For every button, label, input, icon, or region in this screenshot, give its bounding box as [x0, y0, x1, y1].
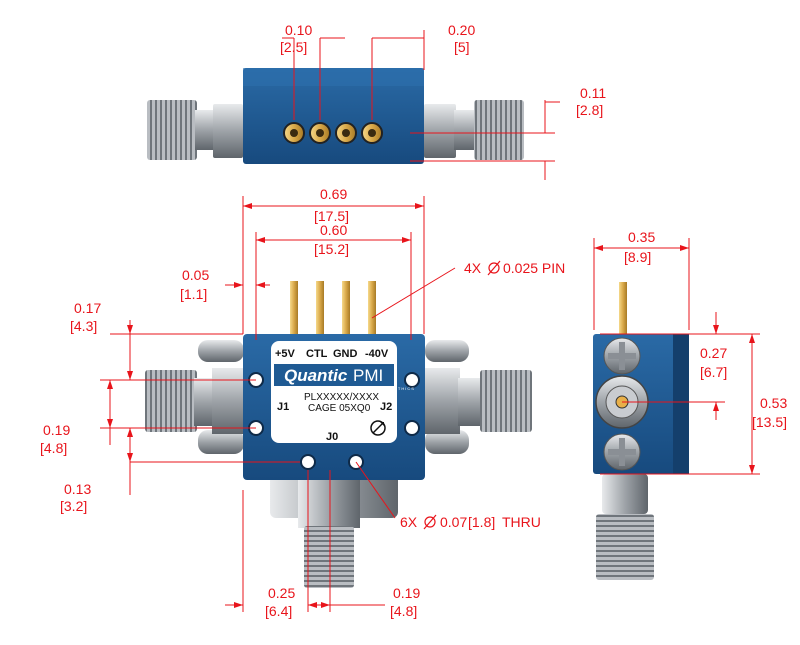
brand-tagline: PLANAR MONOLITHICS	[352, 386, 415, 391]
front-width-pins-mm: [15.2]	[314, 241, 349, 257]
left-top-in: 0.17	[74, 300, 101, 316]
top-pin-spacing-in: 0.10	[285, 22, 312, 38]
top-view: 0.10 [2.5] 0.20 [5] 0.11 [2.8]	[147, 22, 606, 180]
left-mid-in: 0.19	[43, 422, 70, 438]
diameter-icon	[487, 260, 501, 276]
left-mid-mm: [4.8]	[40, 440, 67, 456]
pin-callout-dia: 0.025 PIN	[503, 260, 565, 276]
diameter-icon-2	[423, 514, 437, 530]
front-edge-offset-in: 0.05	[182, 267, 209, 283]
cage-code: CAGE 05XQ0	[308, 403, 371, 414]
front-edge-offset-mm: [1.1]	[180, 286, 207, 302]
port-j2: J2	[380, 401, 392, 413]
top-pins	[283, 122, 383, 144]
top-pin-height-in: 0.11	[580, 85, 606, 101]
bottom-left-mm: [6.4]	[265, 603, 292, 619]
front-width-overall-mm: [17.5]	[314, 208, 349, 224]
hole-callout-suffix: THRU	[502, 514, 541, 530]
top-right-connector	[424, 100, 524, 160]
hole-callout-dia: 0.07	[440, 514, 467, 530]
side-body-height-mm: [13.5]	[752, 414, 787, 430]
part-number: PLXXXXX/XXXX	[304, 392, 379, 403]
front-view: +5V CTL GND -40V Quantic PMI PLANAR MONO…	[40, 186, 565, 619]
hole-callout-mm: [1.8]	[468, 514, 495, 530]
top-pin-spacing-mm: [2.5]	[280, 39, 307, 55]
brand-pmi: PMI	[353, 366, 383, 385]
front-bottom-connector	[270, 470, 398, 588]
side-depth-mm: [8.9]	[624, 249, 651, 265]
plate-pin-3: GND	[333, 348, 358, 360]
front-right-connector	[424, 340, 532, 454]
top-pin-offset-in: 0.20	[448, 22, 475, 38]
side-port-height-mm: [6.7]	[700, 364, 727, 380]
front-width-overall-in: 0.69	[320, 186, 347, 202]
front-left-connector	[145, 340, 246, 454]
side-upper-nut	[603, 337, 641, 375]
top-pin-height-mm: [2.8]	[576, 102, 603, 118]
side-port-height-in: 0.27	[700, 345, 727, 361]
bottom-right-in: 0.19	[393, 585, 420, 601]
side-lower-nut	[603, 433, 641, 471]
left-top-mm: [4.3]	[70, 318, 97, 334]
brand-quantic: Quantic	[284, 366, 348, 385]
plate-pin-1: +5V	[275, 348, 296, 360]
rf-switch-symbol-icon	[370, 420, 386, 436]
left-bottom-in: 0.13	[64, 481, 91, 497]
pin-callout-count: 4X	[464, 260, 482, 276]
port-j1: J1	[277, 401, 289, 413]
port-j0: J0	[326, 431, 338, 443]
plate-pin-4: -40V	[365, 348, 389, 360]
plate-pin-2: CTL	[306, 348, 328, 360]
left-bottom-mm: [3.2]	[60, 498, 87, 514]
side-pin	[619, 282, 627, 336]
top-pin-offset-mm: [5]	[454, 39, 470, 55]
front-pins	[290, 281, 376, 336]
front-width-pins-in: 0.60	[320, 222, 347, 238]
side-bottom-connector	[596, 474, 654, 580]
side-view: 0.35 [8.9] 0.27 [6.7] 0.53 [13.5]	[593, 229, 787, 580]
bottom-left-in: 0.25	[268, 585, 295, 601]
side-body-height-in: 0.53	[760, 395, 787, 411]
hole-callout-count: 6X	[400, 514, 418, 530]
top-left-connector	[147, 100, 243, 160]
bottom-right-mm: [4.8]	[390, 603, 417, 619]
side-depth-in: 0.35	[628, 229, 655, 245]
